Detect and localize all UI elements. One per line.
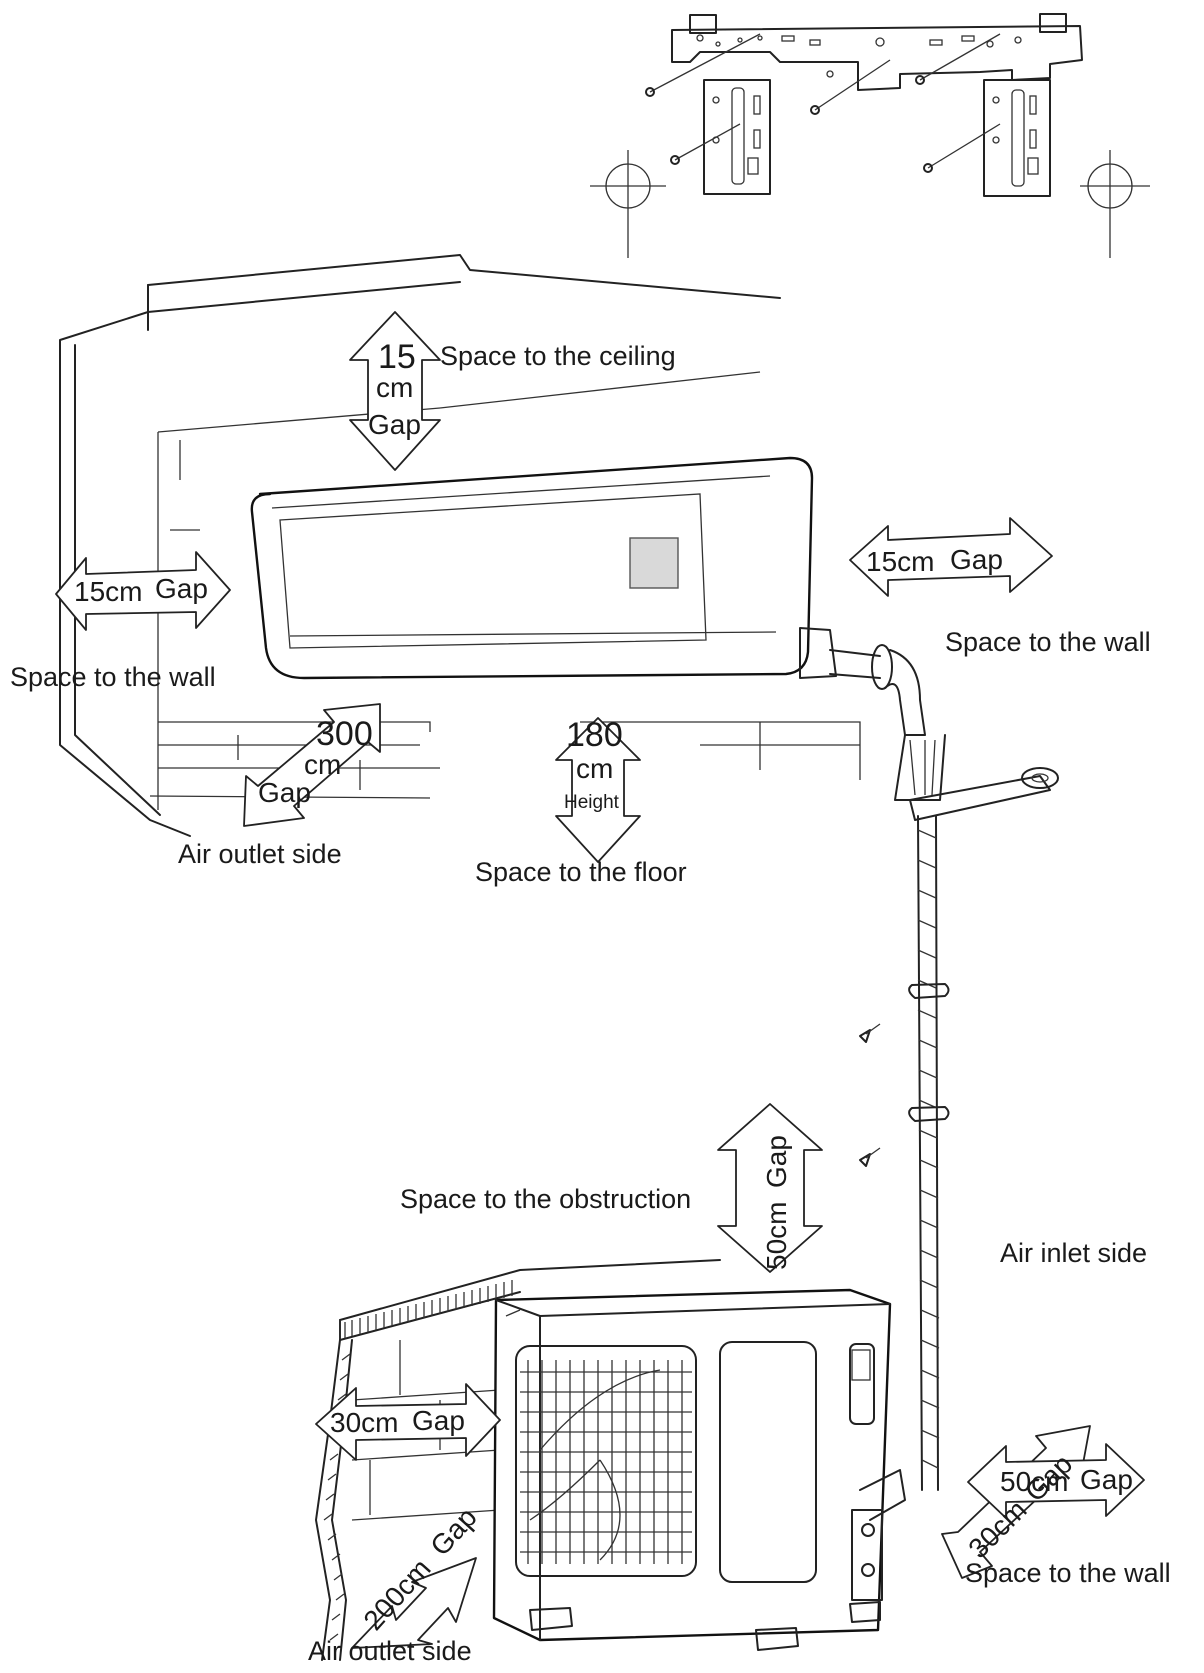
screw-icon — [645, 33, 1001, 173]
ceiling-gap-unit: cm — [376, 372, 413, 403]
obstruction-gap-value: 50cm — [761, 1202, 792, 1270]
left-wall-gap-word: Gap — [155, 573, 208, 604]
outdoor-wall-gap-word: Gap — [1080, 1464, 1133, 1495]
outdoor-wall-gap-value: 50cm — [1000, 1466, 1068, 1497]
outdoor-outlet-gap-word: Gap — [424, 1502, 482, 1562]
air-inlet-label: Air inlet side — [1000, 1238, 1147, 1268]
right-wall-gap-arrow — [849, 517, 1053, 597]
outdoor-wall-gap-arrow — [967, 1443, 1145, 1519]
right-wall-gap-word: Gap — [950, 544, 1003, 575]
display-panel — [629, 537, 679, 589]
obstruction-gap-arrow — [717, 1103, 823, 1273]
floor-height-unit: cm — [576, 753, 613, 784]
ceiling-gap-word: Gap — [368, 409, 421, 440]
left-wall-gap-value: 15cm — [74, 576, 142, 607]
obstruction-label: Space to the obstruction — [400, 1184, 691, 1214]
fan-grille — [515, 1345, 697, 1577]
outdoor-left-gap-word: Gap — [412, 1405, 465, 1436]
floor-label: Space to the floor — [475, 857, 687, 887]
indoor-unit — [250, 456, 946, 801]
outdoor-outlet-label: Air outlet side — [308, 1636, 472, 1666]
indoor-outlet-gap-arrow — [243, 703, 381, 827]
outdoor-outlet-gap-arrow — [351, 1557, 477, 1649]
indoor-outlet-label: Air outlet side — [178, 839, 342, 869]
outdoor-unit — [492, 1288, 906, 1651]
left-wall-gap-arrow — [55, 551, 231, 631]
ceiling-label: Space to the ceiling — [440, 341, 676, 371]
outdoor-left-gap-value: 30cm — [330, 1407, 398, 1438]
mounting-plate — [590, 13, 1150, 258]
ceiling-gap-value: 15 — [378, 338, 416, 376]
indoor-outlet-gap-value: 300 — [316, 715, 373, 753]
outdoor-walls — [315, 1259, 721, 1661]
right-wall-label: Space to the wall — [945, 627, 1151, 657]
floor-height-word: Height — [564, 792, 620, 813]
left-wall-label: Space to the wall — [10, 662, 216, 692]
indoor-outlet-gap-unit: cm — [304, 749, 341, 780]
wrapped-pipe — [859, 815, 950, 1491]
obstruction-gap-word: Gap — [761, 1135, 792, 1188]
outdoor-left-gap-arrow — [315, 1383, 501, 1461]
floor-height-value: 180 — [566, 716, 623, 754]
floor-gap-arrow — [555, 717, 641, 863]
crosshair-icon — [590, 150, 1150, 258]
right-wall-gap-value: 15cm — [866, 546, 934, 577]
outdoor-wall-label: Space to the wall — [965, 1558, 1171, 1588]
ceiling-gap-arrow — [349, 311, 441, 471]
tape-roll-icon — [909, 767, 1059, 821]
indoor-outlet-gap-word: Gap — [258, 777, 311, 808]
